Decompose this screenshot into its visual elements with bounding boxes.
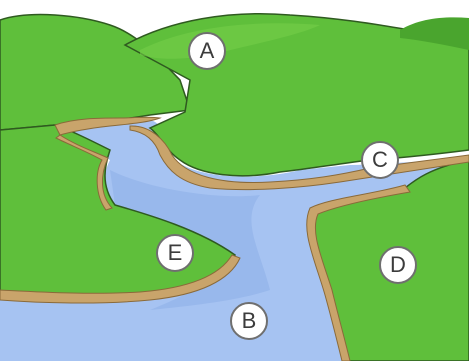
label-d-text: D (390, 254, 406, 276)
label-c-marker: C (361, 141, 399, 179)
label-b-marker: B (230, 302, 268, 340)
label-a-marker: A (188, 32, 226, 70)
label-b-text: B (242, 310, 257, 332)
label-c-text: C (372, 149, 388, 171)
label-e-text: E (168, 242, 183, 264)
label-a-text: A (200, 40, 215, 62)
label-e-marker: E (156, 234, 194, 272)
label-d-marker: D (379, 246, 417, 284)
